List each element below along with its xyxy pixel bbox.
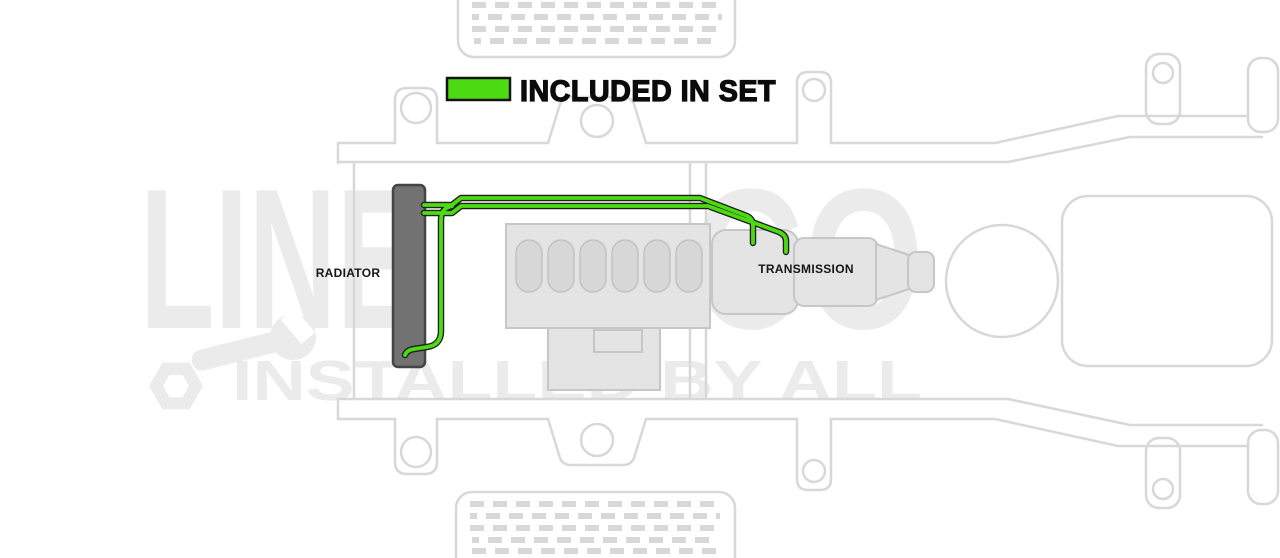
legend-label: INCLUDED IN SET bbox=[520, 75, 776, 108]
rear-body-outline bbox=[1060, 194, 1274, 368]
transmission bbox=[711, 229, 935, 315]
rear-bracket-bottom bbox=[1144, 436, 1182, 510]
chassis-frame bbox=[336, 0, 1280, 558]
bracket-mid-top bbox=[795, 70, 833, 145]
radiator bbox=[391, 183, 427, 369]
bracket-hole bbox=[399, 435, 433, 469]
cooler-line-return bbox=[403, 204, 454, 357]
bracket-hole bbox=[801, 77, 827, 103]
tail-shaft bbox=[907, 251, 935, 293]
wrench-jaw-notch bbox=[280, 307, 316, 345]
cylinder bbox=[675, 239, 703, 293]
bracket-hole bbox=[801, 458, 827, 484]
front-tire-bottom bbox=[454, 490, 737, 558]
bracket-hole bbox=[1151, 477, 1175, 501]
mount-tower-top bbox=[546, 95, 648, 145]
cylinder bbox=[579, 239, 607, 293]
frame-rail-bottom-outer bbox=[336, 417, 1250, 448]
cylinder bbox=[515, 239, 543, 293]
bracket-front-top bbox=[393, 86, 439, 145]
legend-green-swatch bbox=[445, 76, 512, 102]
transmission-cooler-lines bbox=[401, 194, 790, 359]
frame-rail-bottom-inner bbox=[336, 397, 1264, 427]
cylinder bbox=[611, 239, 639, 293]
rear-corner-top bbox=[1246, 56, 1280, 134]
front-tire-top bbox=[456, 0, 737, 59]
bracket-hole bbox=[399, 91, 433, 125]
rear-bracket-top bbox=[1144, 52, 1182, 126]
cylinder bbox=[547, 239, 575, 293]
mount-tower-bottom bbox=[546, 417, 648, 467]
transmission-label: TRANSMISSION bbox=[758, 262, 854, 276]
cylinder bbox=[643, 239, 671, 293]
pan-detail bbox=[593, 329, 643, 353]
bracket-hole bbox=[1151, 61, 1175, 85]
tire-outline bbox=[456, 0, 737, 59]
bracket-front-bottom bbox=[393, 417, 439, 476]
legend: INCLUDED IN SET bbox=[445, 74, 776, 109]
bracket-mid-bottom bbox=[795, 417, 833, 492]
radiator-label: RADIATOR bbox=[316, 266, 381, 280]
mount-hole bbox=[579, 103, 615, 139]
rear-hub-circle bbox=[944, 223, 1060, 339]
tire-outline bbox=[454, 490, 737, 558]
front-crossmember bbox=[336, 141, 356, 421]
wrench-icon bbox=[149, 307, 316, 410]
hex-nut-hole bbox=[163, 374, 189, 398]
cooler-line-lower bbox=[422, 204, 788, 254]
frame-rail-top-outer bbox=[336, 114, 1250, 145]
mount-hole bbox=[579, 422, 615, 458]
cooler-line-upper bbox=[422, 196, 755, 245]
wrench-handle bbox=[191, 329, 294, 371]
rear-corner-bottom bbox=[1246, 428, 1280, 506]
frame-rail-top-inner bbox=[336, 135, 1264, 164]
engine bbox=[505, 223, 711, 391]
